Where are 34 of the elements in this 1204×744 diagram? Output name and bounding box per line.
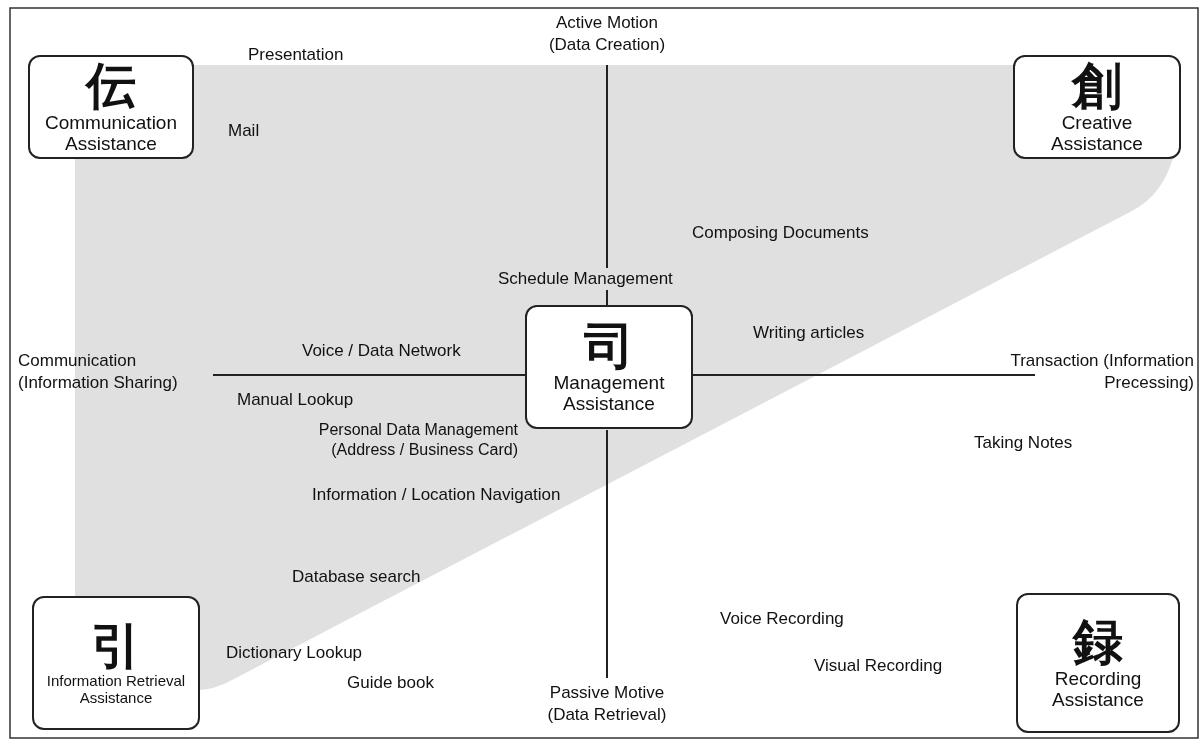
axis-label: Transaction (Information Precessing) <box>1009 350 1194 394</box>
item-label: Personal Data Management (Address / Business Card) <box>317 420 518 460</box>
box-label: Creative Assistance <box>1050 112 1144 154</box>
kanji-character: 司 <box>584 320 634 372</box>
box-label: Information Retrieval Assistance <box>45 672 187 706</box>
item-label: Visual Recording <box>814 655 943 677</box>
item-label: Dictionary Lookup <box>226 642 363 664</box>
box-label: Communication Assistance <box>44 112 178 154</box>
category-box <box>28 55 194 159</box>
kanji-character: 伝 <box>86 60 136 112</box>
item-label: Manual Lookup <box>237 389 354 411</box>
item-label: Voice / Data Network <box>302 340 461 362</box>
kanji-character: 録 <box>1073 616 1123 668</box>
item-label: Guide book <box>347 672 434 694</box>
axis-label: Active Motion (Data Creation) <box>547 12 667 56</box>
category-box <box>32 596 200 730</box>
box-label: Management Assistance <box>552 372 666 414</box>
item-label: Mail <box>228 120 260 142</box>
box-label: Recording Assistance <box>1051 668 1145 710</box>
item-label: Voice Recording <box>720 608 844 630</box>
axis-label: Passive Motive (Data Retrieval) <box>546 682 668 726</box>
category-box <box>525 305 693 429</box>
category-box <box>1016 593 1180 733</box>
kanji-character: 創 <box>1072 60 1122 112</box>
item-label: Database search <box>292 566 421 588</box>
item-label: Taking Notes <box>974 432 1073 454</box>
item-label: Writing articles <box>753 322 865 344</box>
item-label: Presentation <box>248 44 344 66</box>
item-label: Schedule Management <box>496 268 675 290</box>
category-box <box>1013 55 1181 159</box>
kanji-character: 引 <box>91 620 141 672</box>
axis-label: Communication (Information Sharing) <box>18 350 179 394</box>
item-label: Composing Documents <box>692 222 869 244</box>
item-label: Information / Location Navigation <box>312 484 561 506</box>
